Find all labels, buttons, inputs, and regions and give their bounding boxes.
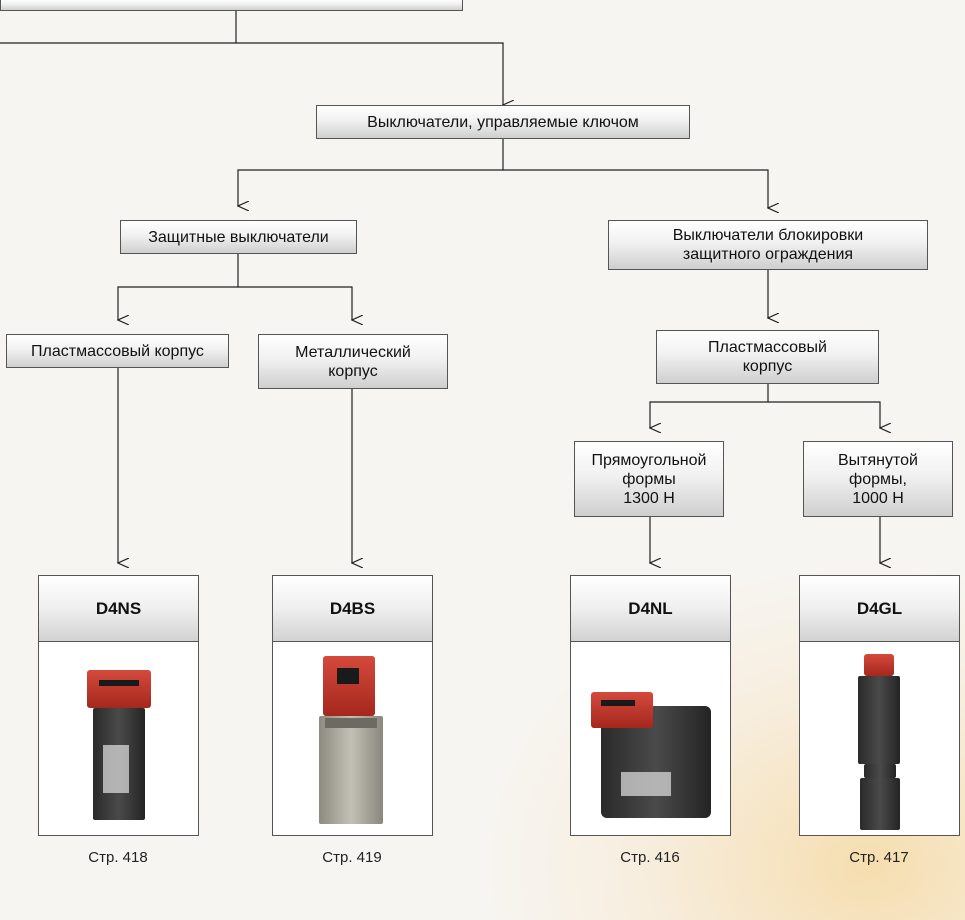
product-model: D4NS [39,576,198,642]
node-key-operated: Выключатели, управляемые ключом [316,105,690,139]
connector-lines [0,10,965,881]
product-card-d4nl: D4NL [570,575,731,836]
product-model: D4BS [273,576,432,642]
connector-root [0,10,237,44]
connector-plastic2-right [768,401,880,428]
product-image-d4ns [39,642,198,836]
node-rectangular: Прямоугольной формы 1300 Н [574,441,724,517]
page-ref-d4bs: Стр. 419 [322,849,382,866]
page-ref-d4nl: Стр. 416 [620,849,680,866]
connector-key-split [238,139,504,206]
node-plastic-housing-2: Пластмассовый корпус [656,330,879,384]
connector-safety-right [238,286,352,320]
connector-safety-left [118,254,239,320]
root-node [0,0,463,11]
product-card-d4ns: D4NS [38,575,199,836]
product-image-d4bs [273,642,432,836]
connector-plastic2-left [650,384,769,428]
node-guard-locking: Выключатели блокировки защитного огражде… [608,220,928,270]
node-metal-housing: Металлический корпус [258,334,448,389]
product-model: D4NL [571,576,730,642]
product-model: D4GL [800,576,959,642]
node-plastic-housing: Пластмассовый корпус [6,334,229,368]
connector-root-to-key [236,42,503,105]
product-image-d4nl [571,642,730,836]
page-ref-d4gl: Стр. 417 [849,849,909,866]
connector-key-to-guard [503,169,768,208]
node-elongated: Вытянутой формы, 1000 Н [803,441,953,517]
product-card-d4bs: D4BS [272,575,433,836]
product-card-d4gl: D4GL [799,575,960,836]
node-safety-switches: Защитные выключатели [120,220,357,254]
product-image-d4gl [800,642,959,836]
page-ref-d4ns: Стр. 418 [88,849,148,866]
